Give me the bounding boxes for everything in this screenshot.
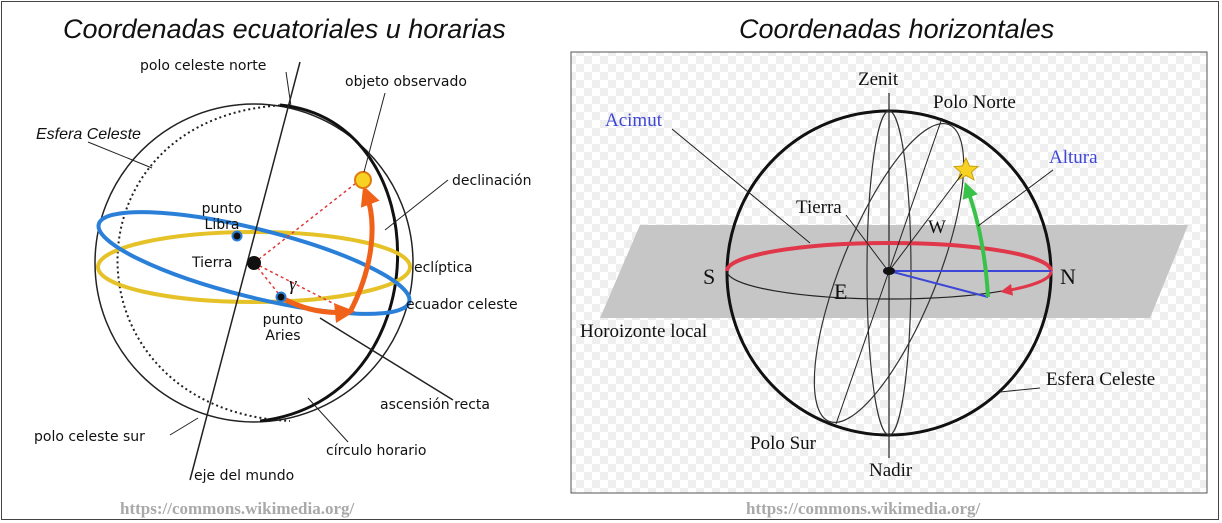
label-world-axis: eje del mundo (194, 468, 294, 484)
label-south: S (703, 264, 715, 289)
altitude-leader (977, 169, 1054, 227)
label-celestial-equator: ecuador celeste (406, 297, 518, 313)
south-pole-axis (835, 270, 890, 425)
north-pole-leader (285, 71, 292, 107)
label-north-pole-right: Polo Norte (933, 92, 1016, 113)
label-east: E (834, 279, 847, 304)
right-title: Coordenadas horizontales (739, 14, 1054, 44)
label-declination: declinación (452, 173, 531, 189)
label-celestial-sphere: Esfera Celeste (36, 126, 141, 143)
label-observed-object: objeto observado (345, 74, 467, 90)
object-sightline (253, 179, 361, 264)
declination-arc (347, 185, 380, 314)
label-aries-2: Aries (265, 328, 300, 344)
label-right-ascension: ascensión recta (380, 397, 490, 413)
sphere-leader (87, 141, 153, 169)
label-libra-1: punto (202, 201, 243, 217)
azimuth-leader (671, 128, 811, 244)
label-west: W (928, 217, 946, 238)
left-panel: Coordenadas ecuatoriales u horarias (34, 14, 531, 518)
label-local-horizon: Horoizonte local (580, 321, 707, 342)
label-altitude: Altura (1049, 147, 1098, 168)
azimuth-arrow (1000, 270, 1053, 296)
right-earth-dot (883, 267, 895, 275)
label-earth: Tierra (191, 255, 232, 271)
left-title: Coordenadas ecuatoriales u horarias (63, 14, 506, 44)
label-zenith: Zenit (858, 69, 899, 90)
star-sightline (888, 173, 963, 272)
label-north: N (1060, 264, 1076, 289)
south-pole-leader (169, 417, 199, 436)
hour-circle-tilted (813, 122, 965, 424)
libra-point-dot (231, 230, 243, 242)
celestial-sphere (94, 103, 414, 423)
label-south-pole-right: Polo Sur (750, 433, 817, 454)
star-azimuth-line (888, 270, 989, 298)
aries-point-dot (275, 291, 287, 303)
label-earth-right: Tierra (796, 197, 842, 218)
label-aries-1: punto (263, 312, 304, 328)
label-azimuth: Acimut (605, 110, 663, 131)
hour-circle-leader (307, 397, 349, 443)
ecliptic-ring (96, 230, 412, 304)
sphere-leader-right (999, 387, 1041, 393)
label-celestial-sphere-right: Esfera Celeste (1046, 369, 1155, 390)
left-source-credit: https://commons.wikimedia.org/ (120, 499, 355, 518)
label-nadir: Nadir (869, 460, 913, 481)
observed-object-dot (354, 171, 372, 189)
hour-circle (259, 103, 400, 423)
object-leader (363, 92, 386, 173)
label-ecliptic: eclíptica (414, 260, 473, 276)
label-south-pole: polo celeste sur (34, 429, 145, 445)
altitude-arc (962, 181, 990, 298)
label-hour-circle: círculo horario (326, 443, 427, 459)
label-gamma: γ (289, 274, 297, 295)
right-source-credit: https://commons.wikimedia.org/ (746, 499, 981, 518)
north-pole-axis (888, 117, 943, 272)
label-north-pole: polo celeste norte (140, 58, 266, 74)
aries-line (253, 262, 283, 299)
star-icon (952, 156, 980, 182)
right-ascension-arc (282, 296, 355, 324)
world-axis-line (189, 61, 301, 481)
right-panel: Coordenadas horizontales (570, 14, 1208, 518)
celestial-equator-ring (96, 210, 412, 316)
earth-dot (247, 256, 261, 270)
horizon-north-arc (725, 241, 1053, 272)
declination-leader (384, 179, 449, 231)
right-ascension-leader (319, 317, 454, 401)
label-libra-2: Libra (205, 217, 240, 233)
earth-leader (845, 214, 887, 269)
